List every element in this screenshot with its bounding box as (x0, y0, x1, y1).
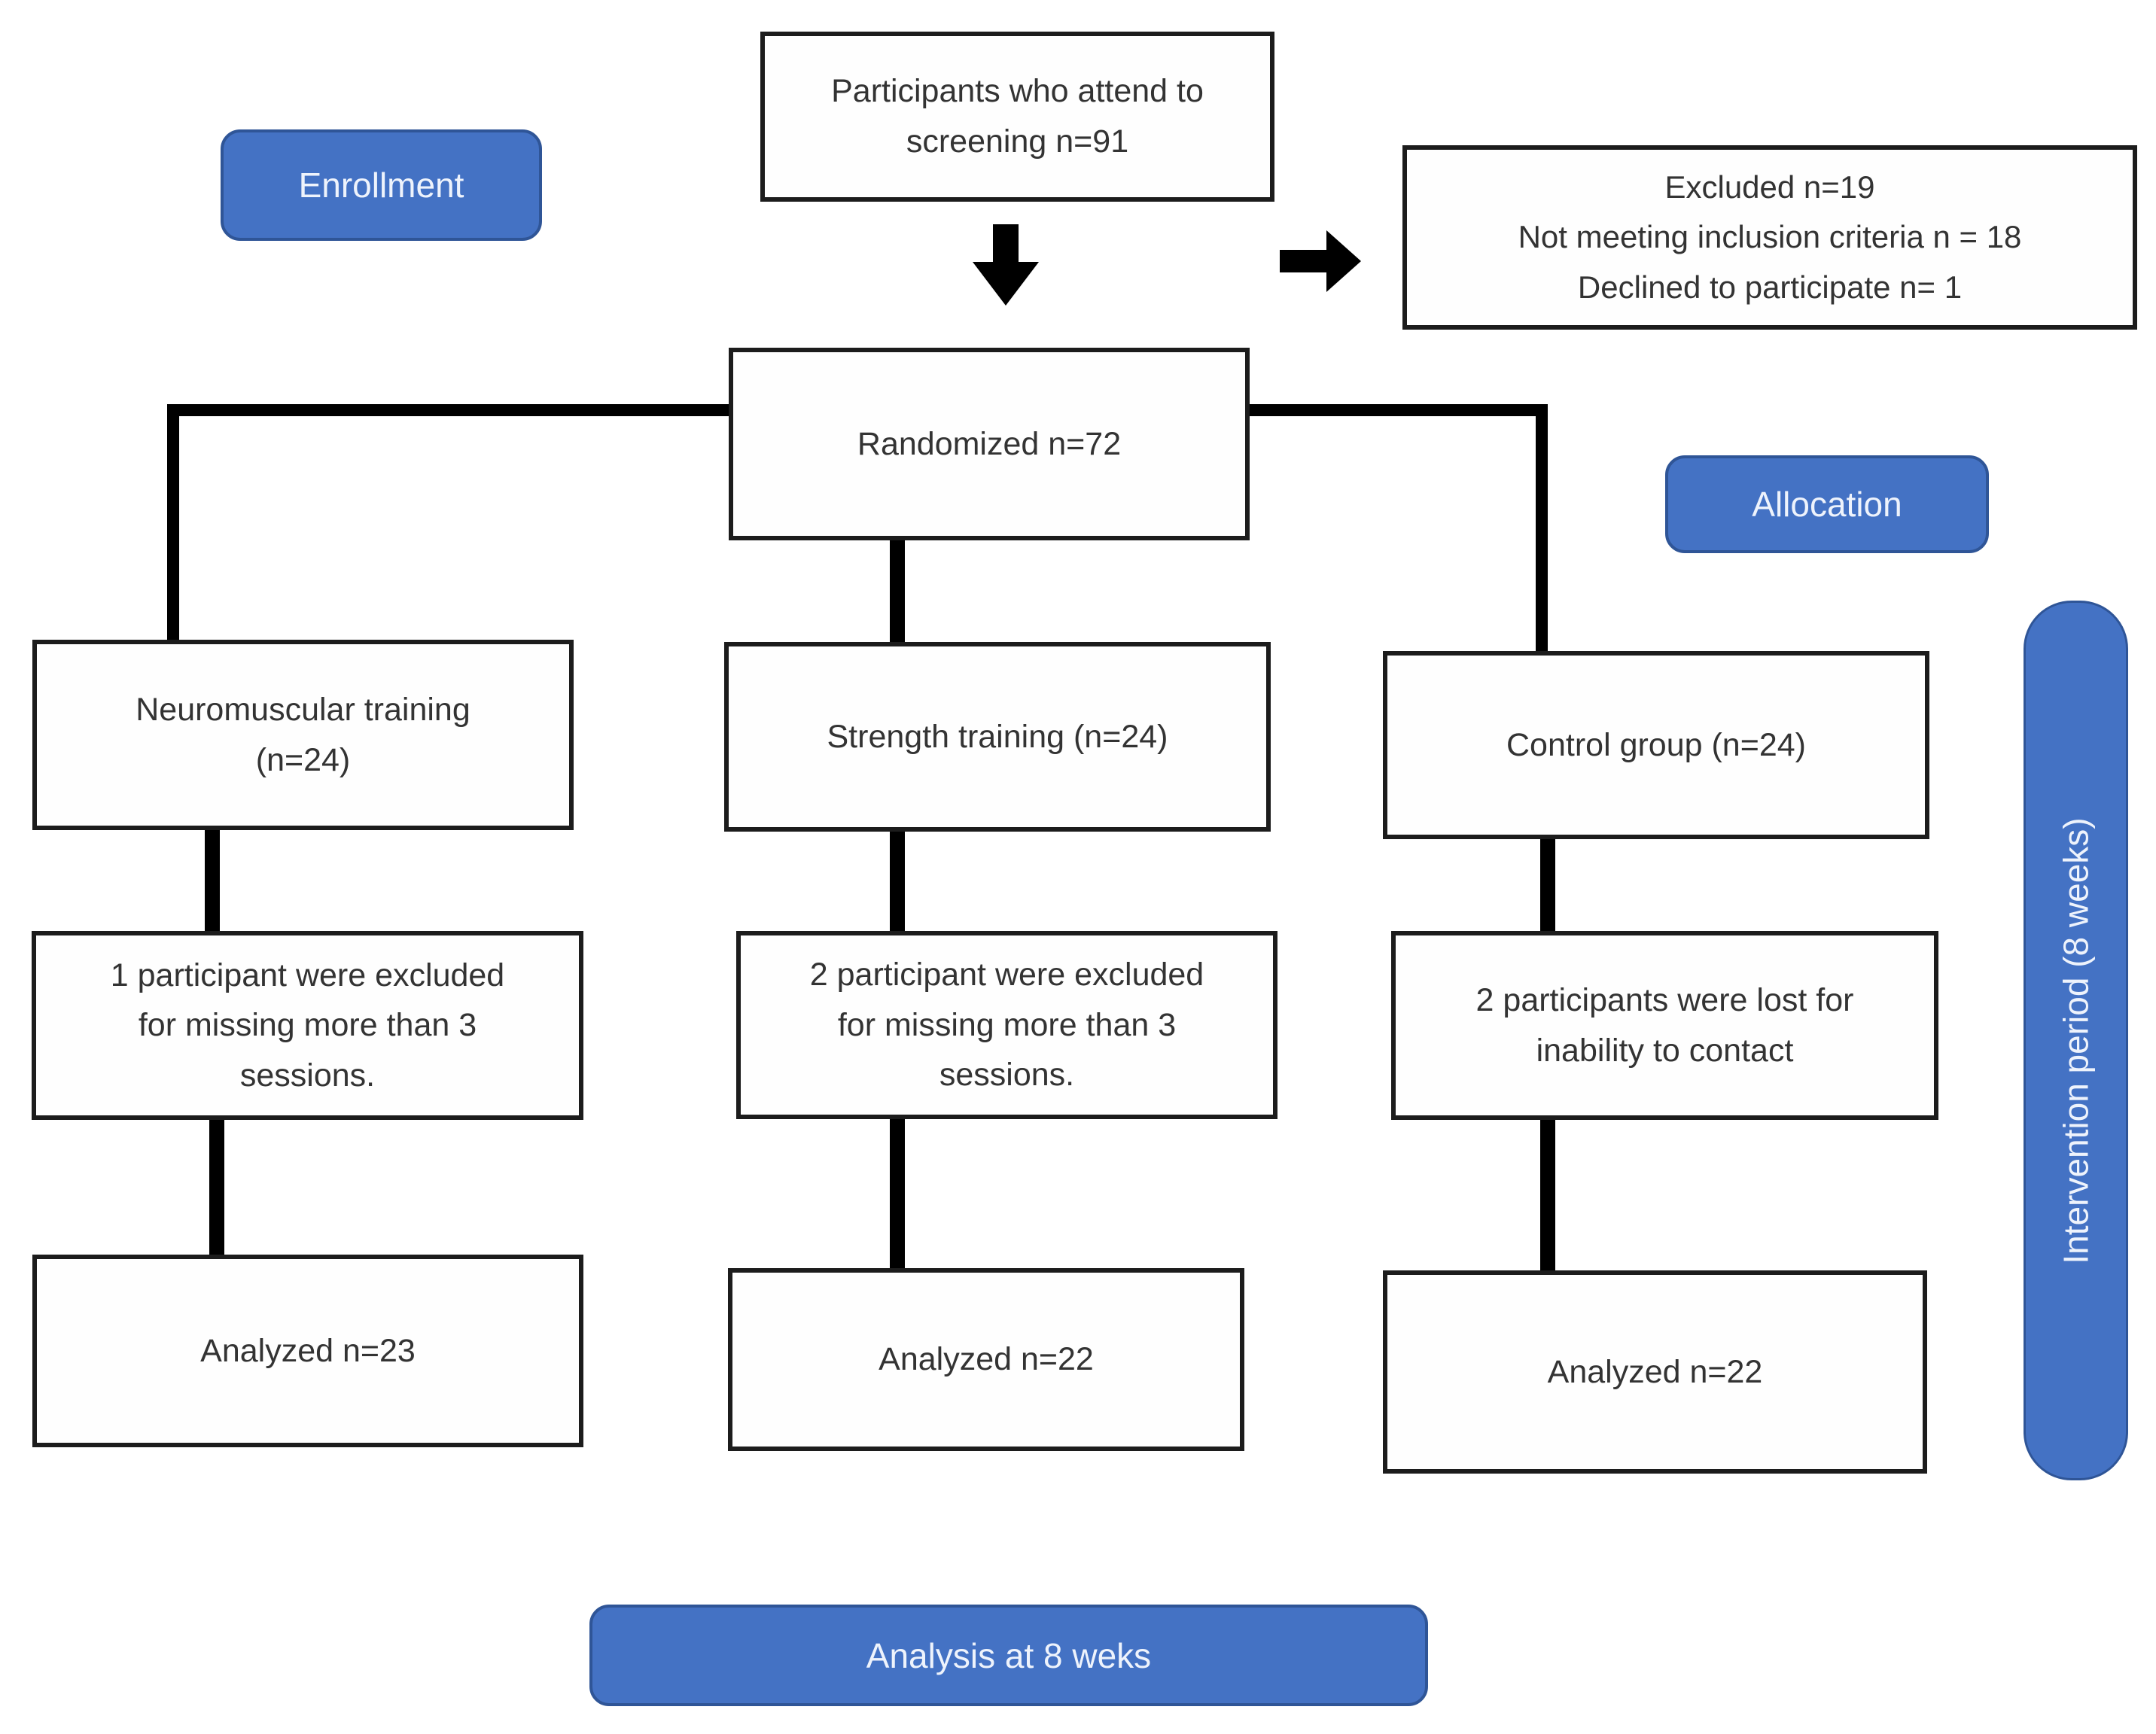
connector-col1-b (209, 1118, 224, 1257)
allocation-stage-label: Allocation (1665, 455, 1989, 553)
connector-col3-a (1540, 837, 1555, 933)
connector-col1-a (205, 828, 220, 933)
connector-col2-b (890, 1117, 905, 1270)
allocation-box-control: Control group (n=24) (1383, 651, 1929, 839)
right-arrow-icon (1280, 230, 1361, 292)
intervention-period-text: Intervention period (8 weeks) (2056, 817, 2096, 1264)
connector-col3-b (1540, 1118, 1555, 1273)
connector-drop-center (890, 539, 905, 643)
allocation-box-strength: Strength training (n=24) (724, 642, 1271, 832)
allocation-box-neuromuscular: Neuromuscular training (n=24) (32, 640, 574, 830)
analyzed-box-strength: Analyzed n=22 (728, 1268, 1244, 1451)
analyzed-box-neuromuscular: Analyzed n=23 (32, 1255, 583, 1447)
screening-box: Participants who attend to screening n=9… (760, 32, 1274, 202)
down-arrow-icon (973, 224, 1039, 306)
connector-trunk-right (1250, 404, 1548, 416)
connector-col2-a (890, 829, 905, 933)
intervention-period-stage-label: Intervention period (8 weeks) (2024, 601, 2128, 1480)
enrollment-stage-label: Enrollment (221, 129, 542, 241)
attrition-box-strength: 2 participant were excluded for missing … (736, 931, 1277, 1119)
connector-drop-right (1536, 404, 1548, 651)
attrition-box-neuromuscular: 1 participant were excluded for missing … (32, 931, 583, 1120)
analysis-stage-label: Analysis at 8 weks (589, 1605, 1428, 1706)
connector-trunk-left (167, 404, 729, 416)
excluded-box: Excluded n=19 Not meeting inclusion crit… (1402, 145, 2137, 330)
attrition-box-control: 2 participants were lost for inability t… (1391, 931, 1938, 1120)
randomized-box: Randomized n=72 (729, 348, 1250, 540)
analyzed-box-control: Analyzed n=22 (1383, 1270, 1927, 1474)
connector-drop-left (167, 404, 179, 640)
